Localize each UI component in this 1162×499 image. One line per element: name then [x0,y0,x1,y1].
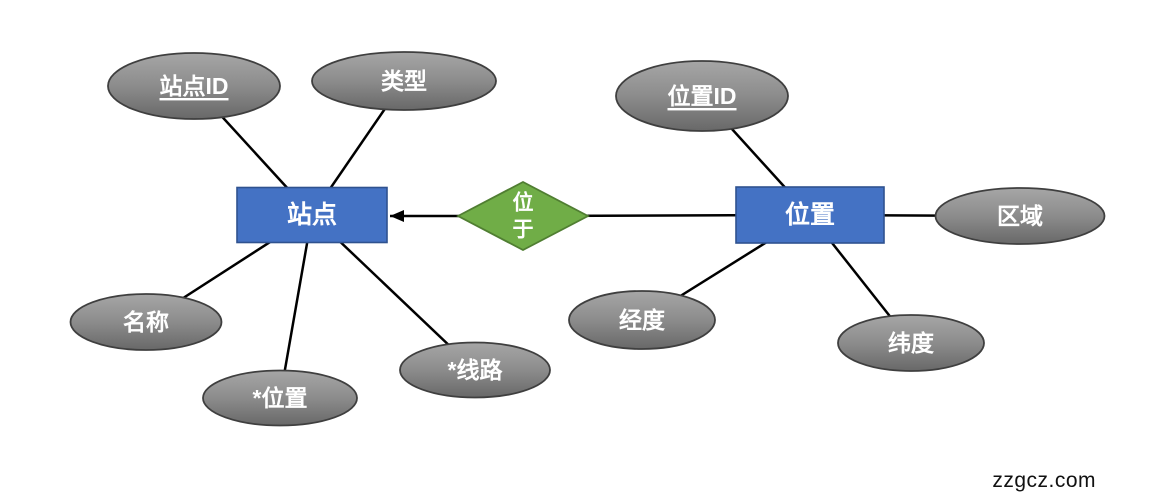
node-label-line: 于 [513,218,534,241]
attribute-ellipse [107,52,281,120]
attribute-label: 位置ID [668,83,737,109]
attribute-location-region: 区域 [934,187,1106,245]
node-label-line: *位置 [253,385,308,411]
node-label-line: 站点ID [160,73,229,99]
attribute-label: *线路 [448,357,504,383]
attribute-label: *位置 [253,385,308,411]
entity-rectangle [735,186,885,244]
attribute-station-id: 站点ID [107,52,281,120]
attribute-label: 区域 [997,203,1043,229]
attribute-station-type: 类型 [311,51,497,111]
attribute-label: 纬度 [888,330,935,356]
entity-label: 位置 [785,200,835,229]
entity-location: 位置 [735,186,885,244]
node-label-line: 区域 [997,203,1043,229]
attribute-station-lines: *线路 [399,341,551,399]
attribute-station-name: 名称 [69,293,223,351]
attribute-ellipse [837,314,985,372]
attribute-label: 经度 [619,307,666,333]
attribute-ellipse [202,369,358,427]
entity-rectangle [236,186,388,244]
node-label-line: 纬度 [888,330,935,356]
edge-station-location--station [278,214,314,399]
attribute-station-location: *位置 [202,369,358,427]
node-label-line: 类型 [381,68,427,94]
attribute-ellipse [399,341,551,399]
attribute-location-id: 位置ID [615,60,789,132]
node-label-line: 站点 [287,201,337,229]
relationship-label: 位于 [513,190,534,241]
entity-label: 站点 [287,201,337,229]
entity-station: 站点 [236,186,388,244]
attribute-label: 名称 [123,309,169,335]
node-label-line: 位置 [785,200,835,229]
attribute-ellipse [568,290,716,350]
node-label-line: 经度 [619,307,666,333]
attribute-ellipse [311,51,497,111]
attribute-ellipse [69,293,223,351]
node-label-line: *线路 [448,357,504,383]
node-label-line: 位 [513,190,534,214]
attribute-ellipse [934,187,1106,245]
node-label-line: 位置ID [668,83,737,109]
node-label-line: 名称 [123,309,169,335]
watermark: zzgcz.com [992,469,1096,492]
attribute-ellipse [615,60,789,132]
attribute-label: 站点ID [160,73,229,99]
attribute-location-latitude: 纬度 [837,314,985,372]
relationship-diamond [456,180,590,252]
attribute-location-longitude: 经度 [568,290,716,350]
attribute-label: 类型 [381,68,427,94]
relationship-located-at: 位于 [456,180,590,252]
